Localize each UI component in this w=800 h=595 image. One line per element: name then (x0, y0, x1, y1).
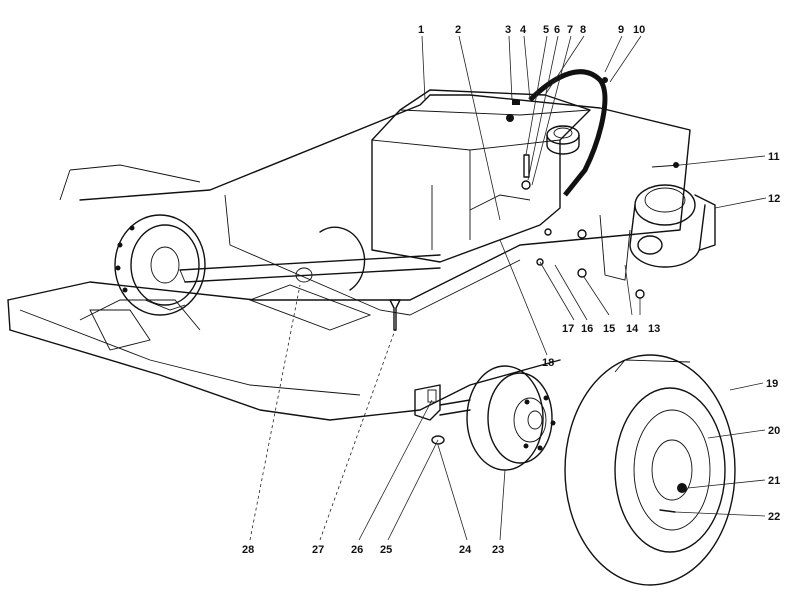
callout-1: 1 (418, 24, 424, 36)
fuel-tank (371, 89, 591, 263)
callout-12: 12 (768, 193, 780, 205)
front-brake-drum (439, 365, 556, 471)
callout-18: 18 (542, 357, 554, 369)
fuel-cap (546, 125, 580, 155)
fuel-hose (528, 69, 608, 197)
carriage-bolt (389, 299, 401, 331)
callout-7: 7 (567, 24, 573, 36)
fittings (506, 77, 608, 190)
rear-axle (179, 254, 441, 283)
callout-8: 8 (580, 24, 586, 36)
callout-26: 26 (351, 544, 363, 556)
callout-14: 14 (626, 323, 639, 335)
callout-24: 24 (459, 544, 472, 556)
callout-2: 2 (455, 24, 461, 36)
callout-15: 15 (603, 323, 615, 335)
callout-27: 27 (312, 544, 324, 556)
callout-10: 10 (633, 24, 645, 36)
callout-4: 4 (520, 24, 527, 36)
rear-brake-drum (114, 214, 206, 316)
callout-9: 9 (618, 24, 624, 36)
callout-6: 6 (554, 24, 560, 36)
callout-5: 5 (543, 24, 549, 36)
callout-22: 22 (768, 511, 780, 523)
callout-13: 13 (648, 323, 660, 335)
air-cleaner (599, 184, 716, 281)
bracket (414, 384, 445, 445)
wheel-tire (564, 354, 736, 586)
callout-28: 28 (242, 544, 254, 556)
bolts-right (536, 162, 681, 299)
callout-3: 3 (505, 24, 511, 36)
callout-21: 21 (768, 475, 780, 487)
callout-23: 23 (492, 544, 504, 556)
wheel-rim (633, 409, 711, 531)
callout-20: 20 (768, 425, 780, 437)
callout-16: 16 (581, 323, 593, 335)
callout-labels: 1 2 3 4 5 6 7 8 9 10 11 12 13 14 15 16 1… (242, 24, 780, 556)
leader-lines (249, 35, 767, 541)
chassis-frame (7, 94, 691, 421)
callout-17: 17 (562, 323, 574, 335)
callout-25: 25 (380, 544, 392, 556)
callout-19: 19 (766, 378, 778, 390)
callout-11: 11 (768, 151, 780, 163)
